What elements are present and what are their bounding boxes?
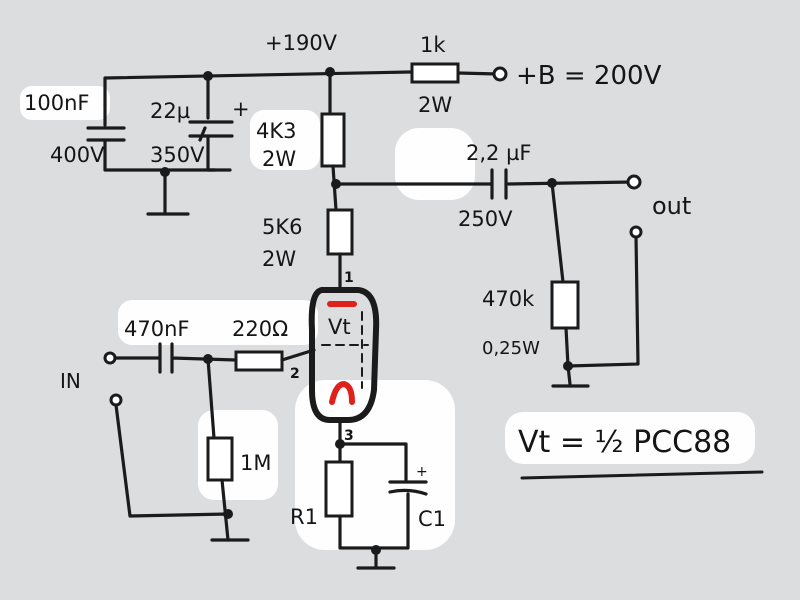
output-terminal-gnd[interactable]: [629, 225, 643, 239]
label-highlight: [20, 86, 110, 120]
r-load-bottom-value: 5K6: [262, 215, 303, 239]
label-highlight: [118, 300, 318, 345]
capacitor-2u2: [334, 168, 634, 200]
label-highlight: [250, 110, 320, 170]
output-network: [334, 168, 643, 388]
pin-grid: 2: [290, 366, 300, 382]
wire: [550, 181, 565, 284]
capacitor-22u: [188, 74, 234, 172]
wire: [564, 234, 640, 368]
r-supply-rating: 2W: [418, 93, 452, 117]
c-filter1-rating: 400V: [50, 143, 105, 167]
capacitor-polarity-mark: [198, 126, 207, 142]
wire: [114, 403, 230, 518]
resistor-1k: [410, 62, 460, 84]
output-terminal-hot[interactable]: [626, 174, 642, 190]
label-highlight: [395, 128, 475, 200]
resistor-4k3: [320, 112, 346, 168]
r-out-rating: 0,25W: [482, 338, 540, 359]
output-label: out: [652, 192, 691, 220]
label-highlight: [505, 412, 755, 464]
rail-wire: [103, 70, 412, 107]
c-out-value: 2,2 µF: [466, 141, 532, 165]
filter-capacitors: [86, 74, 234, 216]
tube-label: Vt: [328, 315, 351, 339]
resistor-470k: [550, 280, 580, 330]
pin-anode: 1: [344, 270, 354, 286]
cathode-heater-mark: [329, 380, 355, 405]
wire: [338, 442, 408, 482]
cathode-network: [324, 439, 428, 570]
c-cathode-value: C1: [418, 507, 446, 531]
resistor-220: [234, 350, 284, 372]
c-filter2-plus: +: [232, 97, 250, 121]
r-load-bottom-rating: 2W: [262, 247, 296, 271]
capacitor-c1: [388, 480, 428, 496]
c-filter2-rating: 350V: [150, 143, 205, 167]
tube-note: Vt = ½ PCC88: [518, 425, 731, 460]
resistor-1m: [206, 436, 234, 482]
input-network: [103, 342, 316, 542]
c-filter2-value: 22µ: [150, 99, 190, 123]
resistor-5k6: [326, 208, 354, 256]
ground-symbol: [146, 170, 190, 216]
vacuum-tube: [308, 287, 380, 464]
pin-cathode: 3: [344, 428, 354, 444]
r-load-top-value: 4K3: [256, 119, 297, 143]
note-underline: [520, 470, 764, 480]
c-filter1-value: 100nF: [24, 91, 89, 115]
ground-symbol: [356, 548, 396, 570]
rail-wire: [456, 71, 500, 76]
c-in-value: 470nF: [124, 317, 189, 341]
node-voltage-label: +190V: [265, 31, 338, 55]
c-out-rating: 250V: [458, 207, 513, 231]
r-out-value: 470k: [482, 287, 535, 311]
resistor-r1: [324, 460, 354, 518]
b-plus-label: +B = 200V: [516, 61, 662, 91]
capacitor-100nf: [86, 103, 217, 172]
wire: [206, 357, 216, 440]
r-supply-value: 1k: [420, 33, 446, 57]
grid-wire: [280, 348, 316, 362]
r-cathode-value: R1: [290, 505, 318, 529]
r-load-top-rating: 2W: [262, 147, 296, 171]
r-grid-stop-value: 220Ω: [232, 317, 288, 341]
ground-symbol: [551, 364, 590, 388]
tube-envelope: [308, 287, 380, 423]
anode-load: [320, 70, 354, 292]
b-plus-terminal[interactable]: [492, 66, 508, 82]
input-label: IN: [60, 369, 81, 393]
r-grid-leak-value: 1M: [240, 451, 271, 475]
capacitor-470nf: [113, 342, 238, 374]
c-cathode-plus: +: [416, 464, 428, 480]
